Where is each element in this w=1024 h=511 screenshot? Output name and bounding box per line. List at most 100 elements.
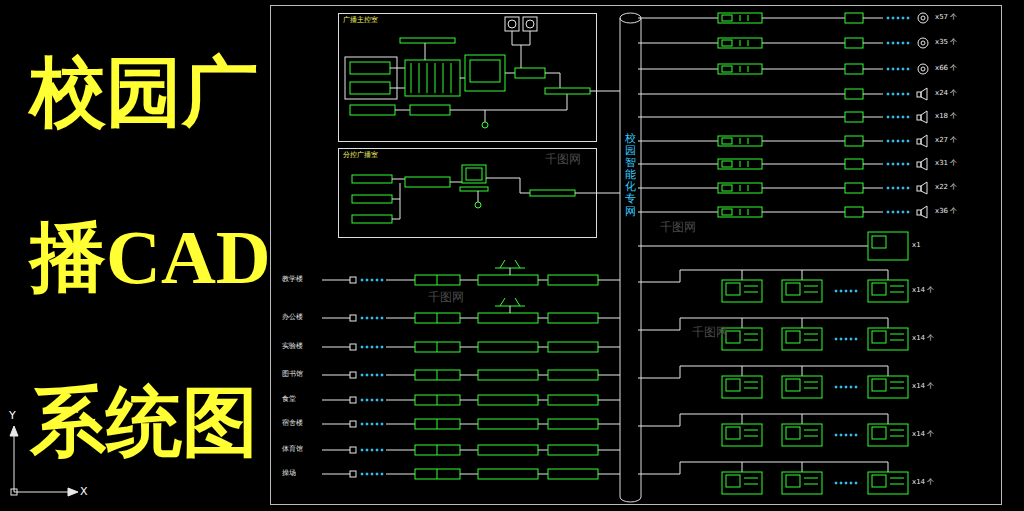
cable-line xyxy=(888,414,889,424)
cable-line xyxy=(390,88,405,89)
speaker-symbol xyxy=(917,92,921,97)
speaker-symbol xyxy=(921,111,927,123)
continuation-dot xyxy=(845,386,847,388)
quantity-label: x1 xyxy=(912,241,921,249)
terminal-keys xyxy=(804,292,818,293)
amplifier-symbol xyxy=(405,177,450,187)
terminal-symbol xyxy=(722,472,762,494)
continuation-dot xyxy=(371,449,373,451)
speaker-symbol xyxy=(921,182,927,194)
cable-line xyxy=(486,178,520,179)
cable-line xyxy=(386,347,415,348)
cable-line xyxy=(386,375,415,376)
terminal-box xyxy=(350,315,356,321)
terminal-keys xyxy=(744,382,758,383)
device-group xyxy=(345,57,397,99)
continuation-dot xyxy=(855,290,857,292)
continuation-dot xyxy=(361,317,363,319)
terminal-symbol xyxy=(868,232,908,260)
continuation-dot xyxy=(850,338,852,340)
cable-line xyxy=(888,366,889,376)
amplifier-panel xyxy=(740,66,741,72)
terminal-screen xyxy=(872,427,886,439)
continuation-dot xyxy=(892,163,894,165)
continuation-dot xyxy=(892,17,894,19)
amplifier-panel xyxy=(437,445,438,455)
continuation-dot xyxy=(371,374,373,376)
watermark: 千图网 xyxy=(545,153,581,167)
horn-symbol xyxy=(921,67,925,71)
amplifier-panel xyxy=(740,185,741,191)
cable-line xyxy=(863,69,883,70)
cable-line xyxy=(680,366,888,367)
terminal-symbol xyxy=(782,472,822,494)
power-amp-symbol xyxy=(548,419,598,429)
power-amp-symbol xyxy=(548,445,598,455)
cable-line xyxy=(538,424,548,425)
amplifier-symbol xyxy=(718,38,762,48)
input-device xyxy=(350,105,395,115)
continuation-dot xyxy=(907,140,909,142)
cable-line xyxy=(762,69,845,70)
amplifier-panel xyxy=(740,40,741,46)
continuation-dot xyxy=(887,17,889,19)
terminal-keys xyxy=(890,484,904,485)
cable-line xyxy=(521,45,522,68)
continuation-dot xyxy=(845,434,847,436)
cable-line xyxy=(460,400,478,401)
terminal-keys xyxy=(890,286,904,287)
continuation-dot xyxy=(381,317,383,319)
mixer-fader xyxy=(443,63,444,93)
continuation-dot xyxy=(366,346,368,348)
cable-line xyxy=(863,117,883,118)
cable-line xyxy=(520,193,530,194)
cable-line xyxy=(322,474,350,475)
continuation-dot xyxy=(840,434,842,436)
terminal-box xyxy=(350,372,356,378)
horn-symbol xyxy=(918,38,928,48)
terminal-keys xyxy=(804,430,818,431)
microphone-symbol xyxy=(475,202,481,208)
cable-line xyxy=(863,188,883,189)
axis-label: Y xyxy=(9,410,16,423)
cable-line xyxy=(598,424,620,425)
continuation-dot xyxy=(381,399,383,401)
terminal-keys xyxy=(890,292,904,293)
terminal-keys xyxy=(744,286,758,287)
mixer-symbol xyxy=(478,395,538,405)
cable-line xyxy=(638,282,680,283)
continuation-dot xyxy=(840,290,842,292)
continuation-dot xyxy=(366,317,368,319)
terminal-screen xyxy=(872,475,886,487)
cable-line xyxy=(742,366,743,376)
cable-line xyxy=(638,378,680,379)
cable-line xyxy=(386,450,415,451)
amplifier-panel xyxy=(748,161,749,167)
amplifier-symbol xyxy=(415,445,460,455)
amplifier-symbol xyxy=(415,370,460,380)
cable-line xyxy=(742,414,743,424)
continuation-dot xyxy=(907,187,909,189)
network-link xyxy=(597,91,620,92)
amplifier-panel xyxy=(748,185,749,191)
continuation-dot xyxy=(902,93,904,95)
switch-symbol xyxy=(530,190,575,196)
continuation-dot xyxy=(381,346,383,348)
cable-line xyxy=(590,91,597,92)
speaker-cone xyxy=(526,20,534,28)
continuation-dot xyxy=(887,187,889,189)
terminal-keys xyxy=(890,334,904,335)
cable-line xyxy=(598,474,620,475)
amplifier-symbol xyxy=(718,207,762,217)
cable-line xyxy=(638,330,680,331)
speaker-symbol xyxy=(921,158,927,170)
zone-label: 教学楼 xyxy=(282,275,303,283)
continuation-dot xyxy=(907,116,909,118)
cable-line xyxy=(680,462,681,474)
zone-label: 实验楼 xyxy=(282,342,303,350)
cable-line xyxy=(545,73,560,74)
continuation-dot xyxy=(892,42,894,44)
cable-line xyxy=(460,424,478,425)
antenna-symbol xyxy=(500,260,505,268)
cable-line xyxy=(538,375,548,376)
